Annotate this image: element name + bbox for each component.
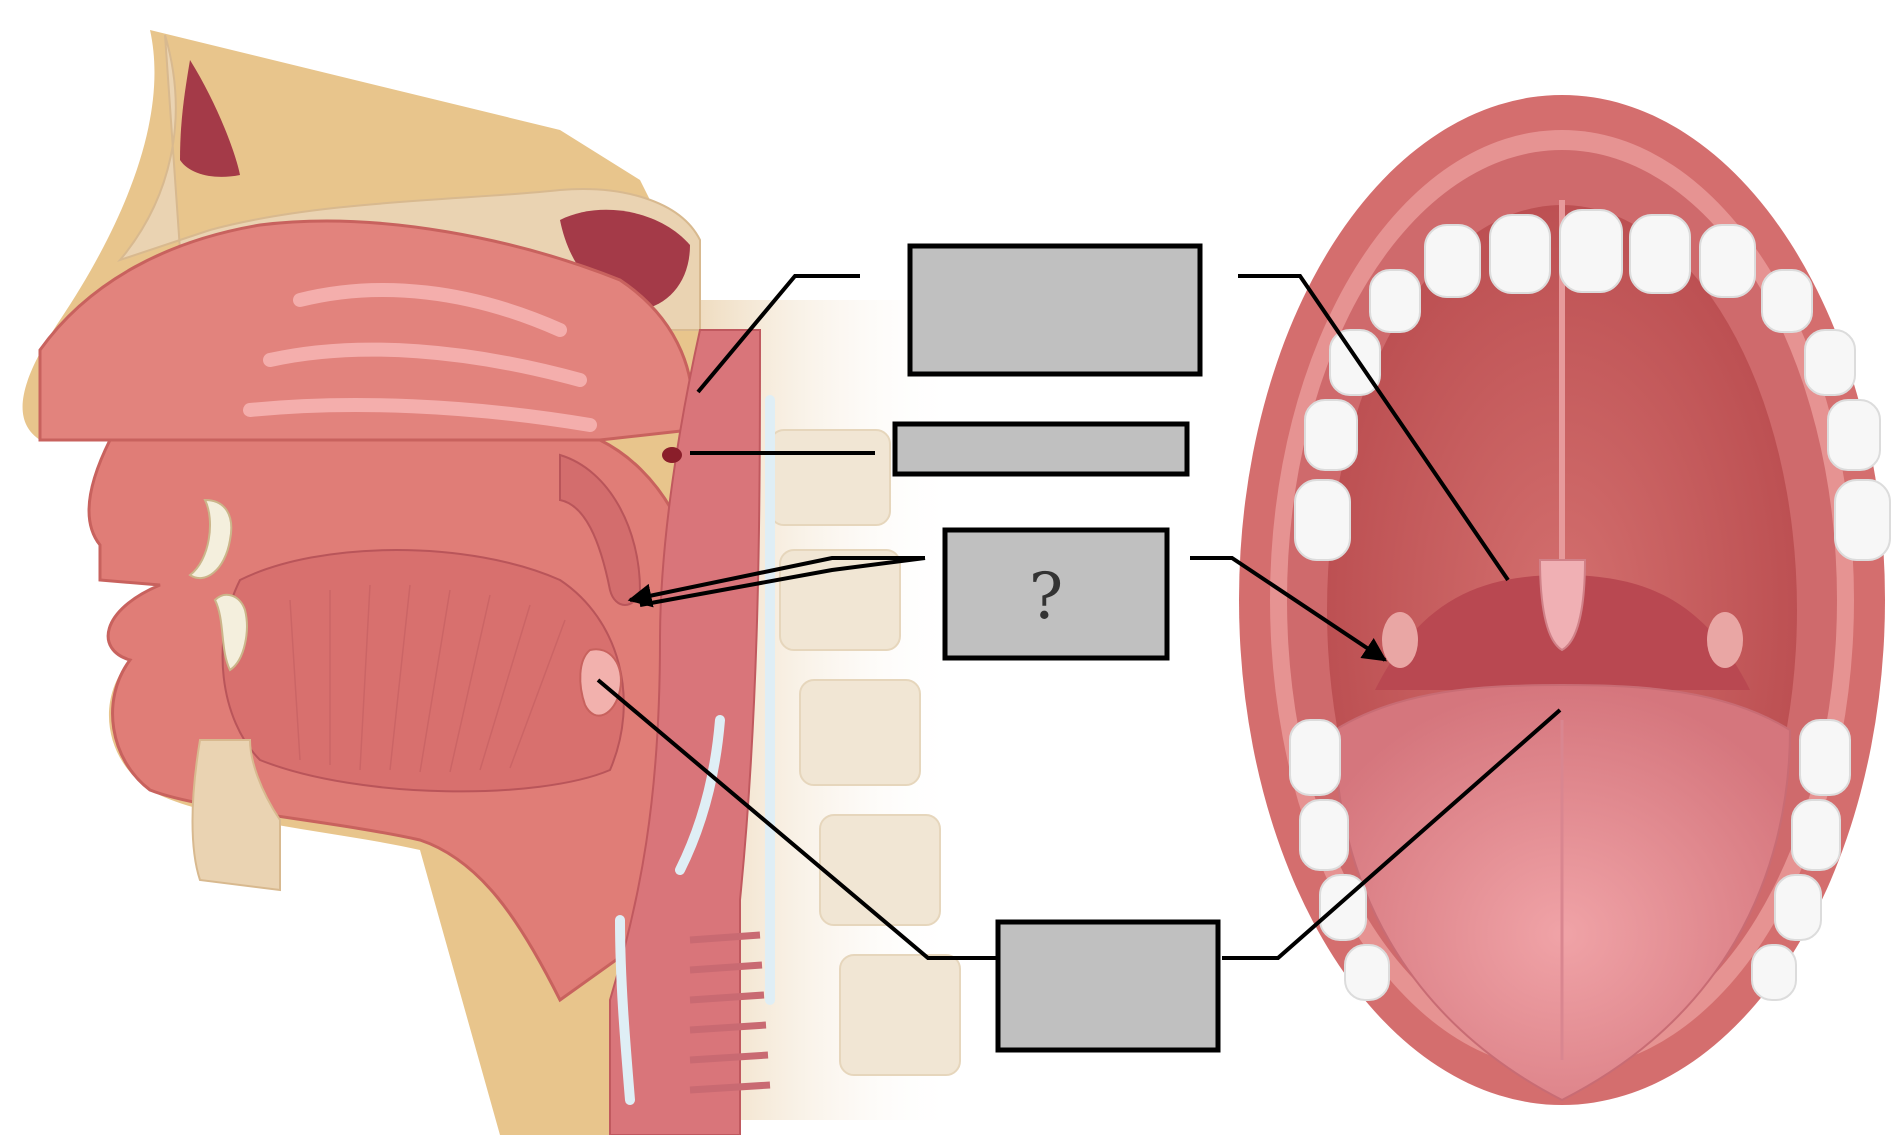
leader-box3-left [627, 556, 925, 608]
nasal-cavity [38, 219, 694, 442]
label-box-3[interactable]: ? [942, 527, 1170, 661]
pharynx [609, 329, 762, 1135]
mandible [191, 739, 281, 892]
leader-box4-left [596, 678, 998, 960]
lower-teeth [1289, 719, 1851, 1001]
cartilage-highlights [615, 395, 775, 1105]
label-box-2[interactable] [892, 421, 1190, 477]
label-box-4[interactable] [995, 919, 1221, 1053]
frontal-sinus [180, 60, 240, 177]
lower-incisor [213, 593, 248, 672]
trachea [689, 931, 771, 1094]
label-box-1[interactable] [907, 243, 1203, 377]
nasal-turbinates [243, 283, 597, 432]
leader-box3-left-second [639, 556, 926, 607]
palatine-tonsil-right [1707, 612, 1743, 668]
open-mouth-illustration [1239, 95, 1891, 1105]
upper-teeth [1294, 209, 1891, 561]
palatine-tonsil-left [1382, 612, 1418, 668]
leader-box1-right [1238, 274, 1510, 582]
sphenoid-sinus [560, 209, 690, 310]
leader-box4-right [1222, 708, 1562, 960]
leader-lines [596, 274, 1562, 960]
eustachian-opening [662, 447, 682, 463]
leader-box1-left [696, 274, 860, 394]
sagittal-section-illustration [22, 30, 961, 1135]
leader-box3-right [1190, 556, 1387, 662]
vertebrae [769, 429, 961, 1076]
upper-incisor [188, 498, 233, 580]
tongue-fibres [289, 584, 566, 773]
label-box-3-text: ? [1029, 560, 1063, 634]
uvula [1538, 559, 1587, 652]
